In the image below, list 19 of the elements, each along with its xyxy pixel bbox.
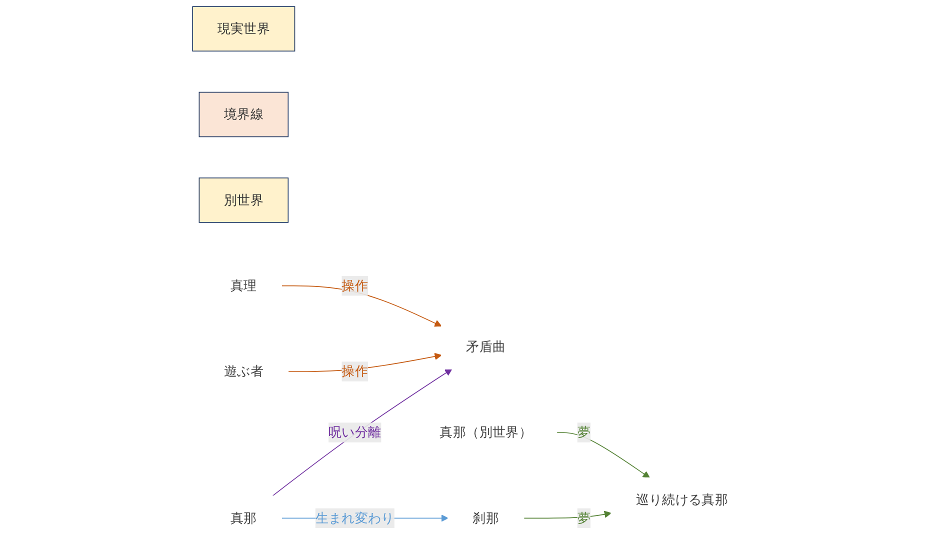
node-text: 真那（別世界） — [440, 424, 532, 440]
node-text: 真那 — [230, 510, 258, 526]
node-box: 現実世界 — [192, 6, 296, 52]
edge-label: 生まれ変わり — [316, 510, 395, 526]
arrow — [272, 368, 452, 496]
edge-label: 操作 — [342, 278, 368, 294]
arrow — [556, 432, 650, 478]
arrow — [524, 510, 612, 519]
node-text: 真理 — [230, 278, 258, 294]
node-box: 境界線 — [199, 92, 289, 138]
edge-label: 呪い分離 — [328, 424, 382, 440]
edge-label: 操作 — [342, 363, 368, 379]
node-box: 別世界 — [199, 178, 289, 223]
node-text: 矛盾曲 — [466, 338, 506, 354]
node-text: 遊ぶ者 — [224, 363, 264, 379]
node-text: 巡り続ける真那 — [636, 492, 728, 508]
edge-label: 夢 — [578, 424, 591, 440]
node-text: 刹那 — [472, 510, 500, 526]
edge-label: 夢 — [578, 510, 591, 526]
